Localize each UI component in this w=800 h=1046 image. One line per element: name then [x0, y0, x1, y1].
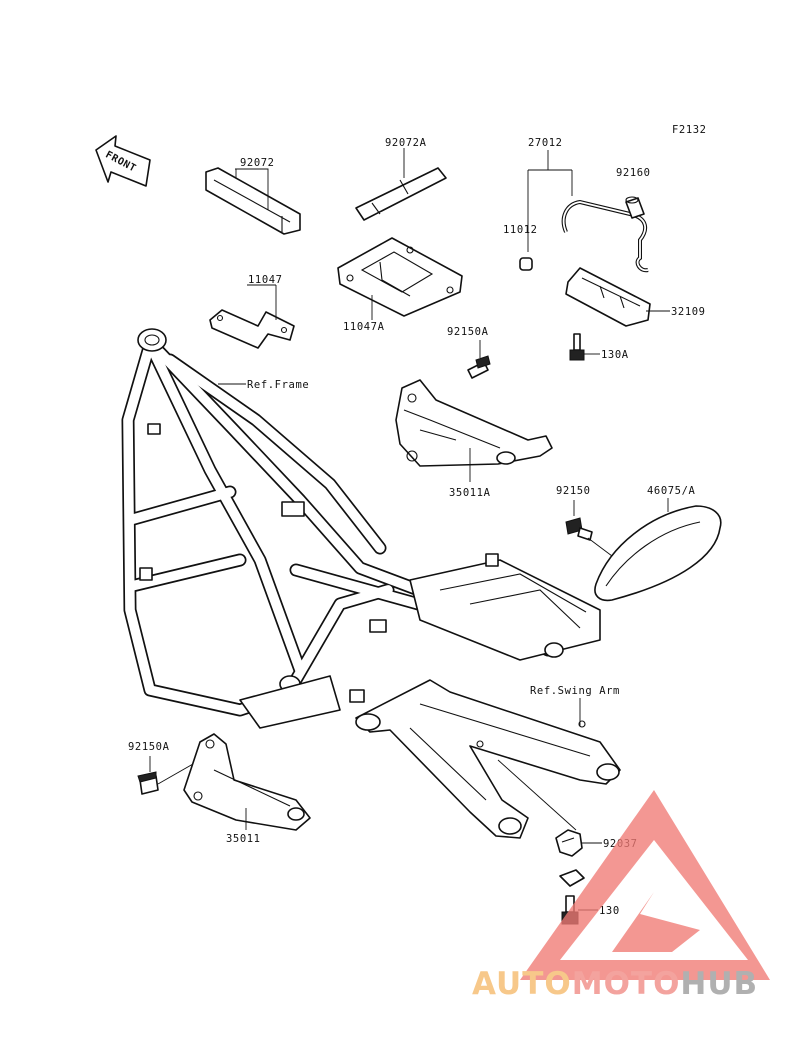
- part-11047A-drawing: [337, 237, 463, 317]
- label-92160: 92160: [616, 167, 651, 179]
- label-27012: 27012: [528, 137, 563, 149]
- part-92150A-top-bolt-drawing: [467, 355, 491, 379]
- part-92160-drawing: [625, 196, 645, 219]
- label-92150A-bottom: 92150A: [128, 741, 170, 753]
- label-92150: 92150: [556, 485, 591, 497]
- part-27012-cable-drawing: [561, 199, 649, 273]
- part-46075A-guard-drawing: [594, 505, 722, 602]
- part-130A-bolt-drawing: [569, 333, 585, 361]
- part-92072-drawing: [205, 167, 301, 235]
- label-11012: 11012: [503, 224, 538, 236]
- leader-92072: [235, 168, 269, 210]
- part-92072A-drawing: [355, 167, 447, 221]
- watermark-auto: AUTO: [472, 966, 572, 1002]
- main-frame-drawing: [121, 328, 601, 729]
- label-130: 130: [599, 905, 620, 917]
- label-11047: 11047: [248, 274, 283, 286]
- svg-text:AUTOMOTOHUB: AUTOMOTOHUB: [472, 966, 758, 1002]
- part-11012-cap-drawing: [519, 257, 533, 271]
- leader-27012: [527, 150, 573, 252]
- label-92072A: 92072A: [385, 137, 427, 149]
- part-32109-drawing: [565, 267, 651, 327]
- watermark-triangle-icon: [520, 790, 770, 980]
- label-32109: 32109: [671, 306, 706, 318]
- leader-92150-to-guard: [587, 537, 613, 557]
- swing-arm-drawing: [355, 679, 621, 839]
- leader-11047: [247, 284, 277, 320]
- watermark-hub: HUB: [680, 966, 758, 1002]
- label-35011: 35011: [226, 833, 261, 845]
- watermark-logo: AUTOMOTOHUB: [472, 790, 770, 1002]
- leader-swing-arm-clip: [497, 759, 577, 831]
- label-46075A: 46075/A: [647, 485, 696, 497]
- part-92150A-bottom-bolt-drawing: [137, 771, 159, 795]
- part-35011A-drawing: [395, 379, 553, 467]
- part-92150-bolt-drawing: [565, 517, 593, 541]
- figure-code: F2132: [672, 124, 707, 136]
- label-130A: 130A: [601, 349, 629, 361]
- front-arrow-icon: FRONT: [95, 135, 151, 187]
- ref-swing-arm-label: Ref.Swing Arm: [530, 685, 620, 697]
- part-11047-drawing: [209, 309, 295, 349]
- label-92150A-top: 92150A: [447, 326, 489, 338]
- ref-frame-label: Ref.Frame: [247, 379, 309, 391]
- part-92037-drawing: [555, 829, 583, 857]
- label-92072: 92072: [240, 157, 275, 169]
- watermark-moto: MOTO: [572, 966, 681, 1002]
- label-35011A: 35011A: [449, 487, 491, 499]
- part-35011-drawing: [183, 733, 311, 831]
- label-11047A: 11047A: [343, 321, 385, 333]
